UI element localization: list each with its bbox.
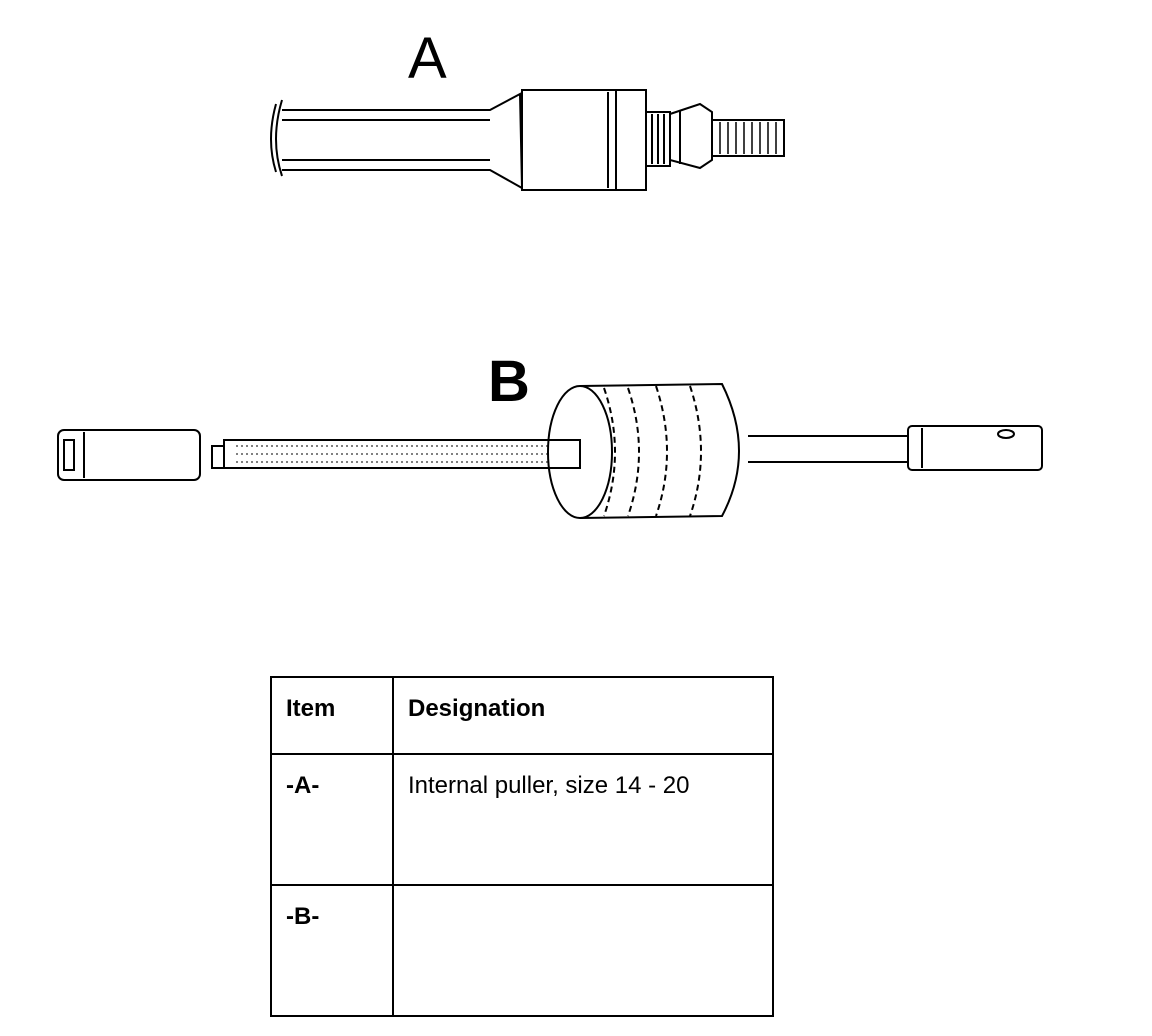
designation-cell: Internal puller, size 14 - 20 xyxy=(392,753,774,886)
designation-cell xyxy=(392,884,774,1017)
item-cell: -A- xyxy=(270,753,394,886)
slide-hammer-tool-b xyxy=(57,382,1043,519)
item-cell: -B- xyxy=(270,884,394,1017)
legend-header-row: Item Designation xyxy=(270,676,774,755)
header-designation: Designation xyxy=(392,676,774,755)
callout-b: B xyxy=(488,349,530,414)
table-row: -B- xyxy=(270,884,774,1017)
legend-table: Item Designation -A- Internal puller, si… xyxy=(270,676,774,1017)
header-item: Item xyxy=(270,676,394,755)
table-row: -A- Internal puller, size 14 - 20 xyxy=(270,753,774,886)
callout-a: A xyxy=(408,26,447,91)
tool-illustration xyxy=(57,89,1043,519)
internal-puller-tool-a xyxy=(270,89,785,191)
